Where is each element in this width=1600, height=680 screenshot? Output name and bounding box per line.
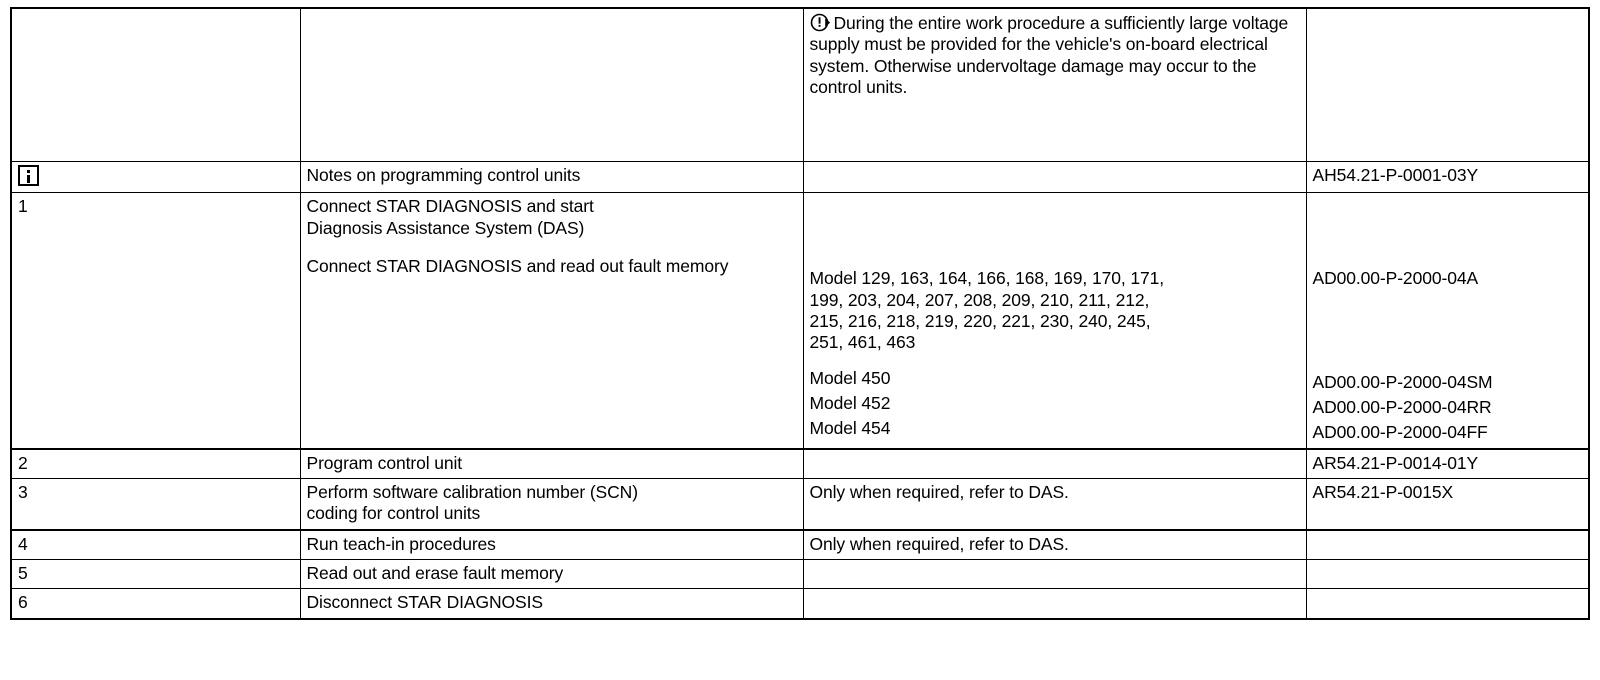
cell-task (299, 7, 804, 162)
note-line: 199, 203, 204, 207, 208, 209, 210, 211, … (809, 289, 1150, 310)
note-line: 251, 461, 463 (809, 332, 916, 353)
cell-task: Perform software calibration number (SCN… (299, 478, 804, 531)
cell-reference (1305, 588, 1590, 620)
info-box-icon (18, 165, 39, 186)
cell-step: 6 (10, 588, 301, 620)
cell-note (802, 160, 1307, 194)
cell-step (10, 7, 301, 162)
cell-task: Run teach-in procedures (299, 528, 804, 561)
cell-note (802, 559, 1307, 590)
reference-text: AH54.21-P-0001-03Y (1312, 165, 1479, 185)
table-row: 4 Run teach-in procedures Only when requ… (10, 528, 1590, 561)
cell-note (802, 447, 1307, 480)
table-row: During the entire work procedure a suffi… (10, 7, 1590, 162)
cell-task: Connect STAR DIAGNOSIS and start Diagnos… (299, 192, 804, 450)
cell-step: 5 (10, 559, 301, 590)
cell-task: Disconnect STAR DIAGNOSIS (299, 588, 804, 620)
note-text: Only when required, refer to DAS. (809, 482, 1069, 503)
cell-reference (1305, 7, 1590, 162)
cell-reference: AR54.21-P-0014-01Y (1305, 447, 1590, 480)
procedure-table: During the entire work procedure a suffi… (10, 7, 1590, 620)
cell-task: Notes on programming control units (299, 160, 804, 194)
step-number: 3 (18, 482, 28, 503)
table-row: 3 Perform software calibration number (S… (10, 478, 1590, 531)
reference-text: AD00.00-P-2000-04A (1312, 268, 1479, 289)
note-line: 215, 216, 218, 219, 220, 221, 230, 240, … (809, 311, 1151, 332)
cell-task: Read out and erase fault memory (299, 559, 804, 590)
note-line: Model 454 (809, 418, 891, 439)
caution-text: During the entire work procedure a suffi… (809, 13, 1289, 98)
task-line: Diagnosis Assistance System (DAS) (306, 217, 585, 238)
table-row: 6 Disconnect STAR DIAGNOSIS (10, 588, 1590, 620)
step-number: 1 (18, 196, 28, 217)
cell-note: Only when required, refer to DAS. (802, 528, 1307, 561)
cell-step (10, 160, 301, 194)
cell-reference (1305, 528, 1590, 561)
note-line: Model 450 (809, 367, 891, 388)
task-text: Program control unit (306, 452, 463, 473)
table-row: 1 Connect STAR DIAGNOSIS and start Diagn… (10, 192, 1590, 450)
task-line: Connect STAR DIAGNOSIS and read out faul… (306, 256, 729, 277)
step-number: 4 (18, 533, 28, 554)
reference-text: AR54.21-P-0015X (1312, 482, 1454, 503)
task-text: Run teach-in procedures (306, 533, 496, 554)
cell-note: Only when required, refer to DAS. (802, 478, 1307, 531)
reference-text: AD00.00-P-2000-04SM (1312, 371, 1493, 392)
cell-note (802, 588, 1307, 620)
task-text: Notes on programming control units (306, 165, 581, 185)
task-text: Disconnect STAR DIAGNOSIS (306, 592, 544, 613)
cell-reference: AD00.00-P-2000-04A AD00.00-P-2000-04SM A… (1305, 192, 1590, 450)
table-row: Notes on programming control units AH54.… (10, 160, 1590, 194)
cell-step: 1 (10, 192, 301, 450)
reference-text: AR54.21-P-0014-01Y (1312, 452, 1479, 473)
caution-circle-icon (810, 12, 831, 33)
note-line: Model 129, 163, 164, 166, 168, 169, 170,… (809, 268, 1165, 289)
step-number: 6 (18, 592, 28, 613)
cell-reference: AR54.21-P-0015X (1305, 478, 1590, 531)
cell-note: During the entire work procedure a suffi… (802, 7, 1307, 162)
step-number: 2 (18, 452, 28, 473)
task-line: coding for control units (306, 503, 481, 524)
task-line: Connect STAR DIAGNOSIS and start (306, 196, 594, 217)
cell-step: 4 (10, 528, 301, 561)
cell-reference (1305, 559, 1590, 590)
cell-reference: AH54.21-P-0001-03Y (1305, 160, 1590, 194)
step-number: 5 (18, 563, 28, 584)
cell-step: 2 (10, 447, 301, 480)
reference-text: AD00.00-P-2000-04FF (1312, 422, 1488, 443)
reference-text: AD00.00-P-2000-04RR (1312, 397, 1492, 418)
cell-step: 3 (10, 478, 301, 531)
cell-task: Program control unit (299, 447, 804, 480)
cell-note: Model 129, 163, 164, 166, 168, 169, 170,… (802, 192, 1307, 450)
table-row: 2 Program control unit AR54.21-P-0014-01… (10, 447, 1590, 480)
task-text: Read out and erase fault memory (306, 563, 564, 584)
note-line: Model 452 (809, 393, 891, 414)
procedure-sheet: During the entire work procedure a suffi… (10, 7, 1590, 620)
note-text: Only when required, refer to DAS. (809, 533, 1069, 554)
task-line: Perform software calibration number (SCN… (306, 482, 639, 503)
table-row: 5 Read out and erase fault memory (10, 559, 1590, 590)
